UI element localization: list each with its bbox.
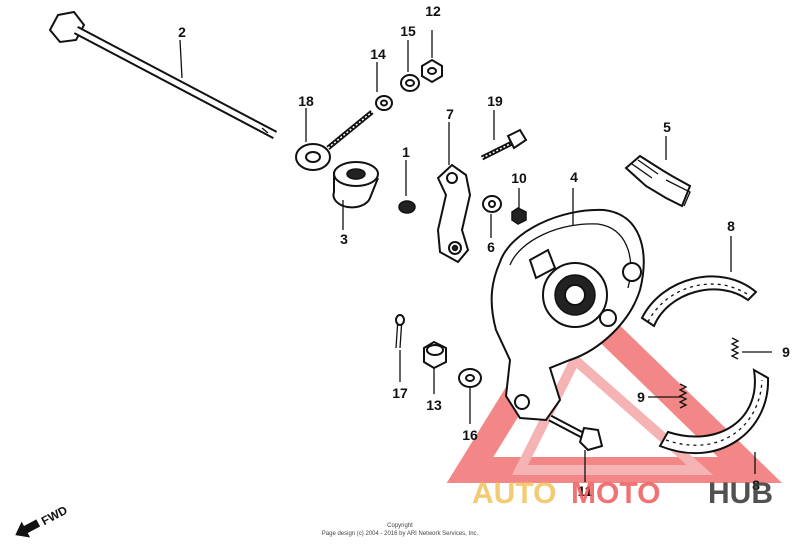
copyright: Copyright Page design (c) 2004 - 2016 by… [322,523,479,537]
callout-9-right: 9 [782,344,790,360]
nut-10 [511,207,527,225]
brake-panel [490,208,645,422]
callout-3: 3 [340,231,348,247]
washer-14 [375,95,393,111]
fwd-label: FWD [39,503,70,528]
washer-15 [400,74,420,92]
callout-2: 2 [178,24,186,40]
copyright-line-2: Page design (c) 2004 - 2016 by ARI Netwo… [322,531,479,537]
callout-13: 13 [426,397,442,413]
bolt-19 [480,128,528,161]
callout-6: 6 [487,239,495,255]
callout-7: 7 [446,106,454,122]
watermark-text: AUTO MOTO HUB [472,477,773,510]
castle-nut [423,340,447,370]
shoe-spring-9a [730,337,740,360]
watermark-moto: MOTO [571,477,660,510]
callout-4: 4 [570,169,578,185]
fwd-arrow: FWD [15,503,70,538]
axle-bolt [48,10,278,139]
callout-12: 12 [425,3,441,19]
callout-8-lower: 8 [752,477,760,493]
torque-link [436,163,472,264]
callout-9-left: 9 [637,389,645,405]
callout-8-upper: 8 [727,218,735,234]
callout-14: 14 [370,46,386,62]
callout-11: 11 [578,483,593,499]
watermark-auto: AUTO [472,477,556,510]
callout-5: 5 [663,119,671,135]
nut-1 [398,200,416,214]
watermark-hub: HUB [708,477,773,510]
collar [332,161,379,209]
callout-16: 16 [462,427,478,443]
copyright-line-1: Copyright [387,523,413,529]
brake-shoe-upper [640,275,758,328]
callout-1: 1 [402,144,410,160]
callout-numbers: 2 18 14 15 12 19 7 1 3 10 6 4 5 8 9 9 8 … [178,3,790,499]
callout-17: 17 [392,385,408,401]
callout-18: 18 [298,93,314,109]
washer-16 [458,368,482,388]
washer-6 [482,195,502,213]
brake-cam [624,154,692,208]
leader-lines [179,30,772,482]
callout-10: 10 [511,170,527,186]
callout-19: 19 [487,93,503,109]
brake-shoe-lower [658,368,770,455]
bolt-11 [548,414,604,452]
callout-15: 15 [400,23,416,39]
chain-adjuster [295,110,374,171]
shoe-spring-9b [678,383,688,409]
nut-12 [421,58,443,84]
cotter-pin [395,314,405,349]
